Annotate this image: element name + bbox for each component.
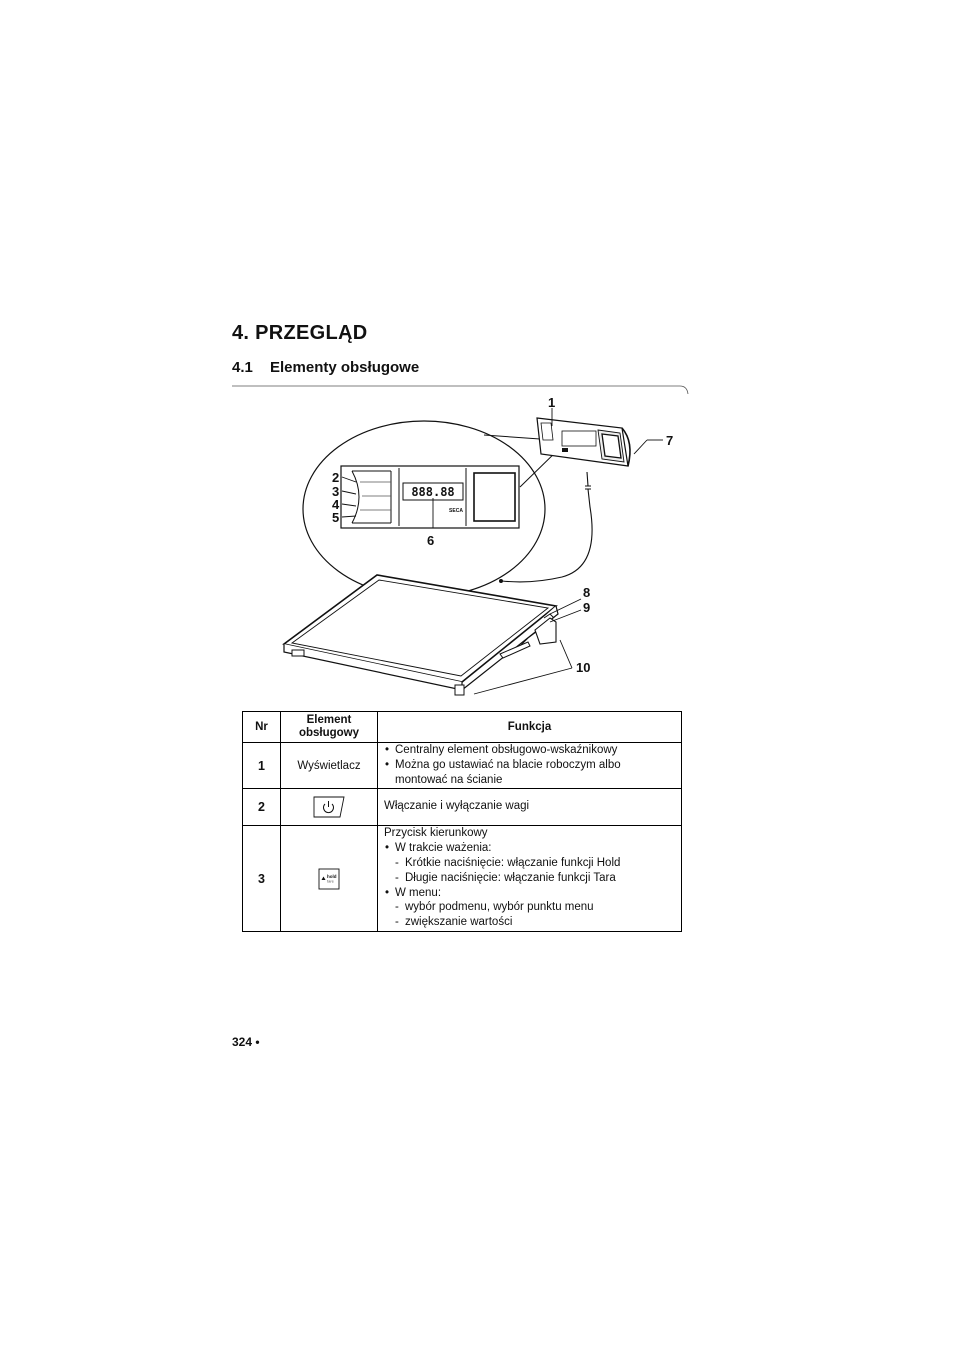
callout-4: 4	[332, 497, 340, 512]
list-item: Centralny element obsługowo-wskaźnikowy	[384, 743, 675, 758]
table-header-row: Nr Element obsługowy Funkcja	[242, 711, 682, 743]
key-label-hold: hold	[327, 874, 337, 879]
list-item: Długie naciśnięcie: włączanie funkcji Ta…	[384, 871, 675, 886]
section-rule	[232, 385, 689, 395]
section-number: 4.1	[232, 359, 253, 376]
list-item: wybór podmenu, wybór punktu menu	[384, 900, 675, 915]
row-nr: 1	[242, 741, 281, 790]
callout-5: 5	[332, 510, 339, 525]
display-unit	[536, 417, 631, 467]
row-element	[280, 788, 378, 827]
table-row: 1 Wyświetlacz Centralny element obsługow…	[242, 741, 682, 790]
list-item: Krótkie naciśnięcie: włączanie funkcji H…	[384, 856, 675, 871]
callout-10: 10	[576, 660, 590, 675]
list-item: zwiększanie wartości	[384, 915, 675, 930]
page-number: 324 •	[232, 1035, 260, 1049]
platform	[282, 574, 559, 696]
row-element: hold tare	[280, 825, 378, 932]
callout-9: 9	[583, 600, 590, 615]
callout-1: 1	[548, 395, 555, 410]
page-title: 4. PRZEGLĄD	[232, 322, 368, 344]
scale-illustration: 888.88 SECA	[232, 385, 689, 696]
cable	[501, 471, 593, 583]
list-item: W trakcie ważenia:	[384, 841, 675, 856]
row-function: Włączanie i wyłączanie wagi	[377, 788, 682, 827]
row-element: Wyświetlacz	[280, 741, 378, 790]
header-nr: Nr	[242, 711, 281, 743]
display-readout: 888.88	[411, 485, 454, 499]
list-item: Można go ustawiać na blacie roboczym alb…	[384, 758, 675, 788]
row-nr: 2	[242, 788, 281, 827]
header-function: Funkcja	[377, 711, 682, 743]
section-heading: Elementy obsługowe	[270, 359, 420, 376]
row-function: Przycisk kierunkowy W trakcie ważenia: K…	[377, 825, 682, 932]
callout-7: 7	[666, 433, 673, 448]
display-panel-zoom: 888.88 SECA	[340, 465, 520, 529]
magnifier-line	[483, 434, 541, 440]
power-key-icon	[313, 796, 345, 818]
callout-3: 3	[332, 484, 339, 499]
controls-table: Nr Element obsługowy Funkcja 1 Wyświetla…	[242, 711, 682, 932]
callout-leaders	[341, 408, 663, 695]
callout-2: 2	[332, 470, 339, 485]
table-row: 3 hold tare Przycisk kierunkowy W trakci…	[242, 825, 682, 932]
function-intro: Przycisk kierunkowy	[384, 827, 488, 840]
header-element: Element obsługowy	[280, 711, 378, 743]
brand-mark: SECA	[449, 508, 463, 514]
list-item: W menu:	[384, 886, 675, 901]
table-row: 2 Włączanie i wyłączanie wagi	[242, 788, 682, 827]
hold-tare-key-icon: hold tare	[318, 868, 340, 890]
callout-6: 6	[427, 533, 434, 548]
row-nr: 3	[242, 825, 281, 932]
row-function: Centralny element obsługowo-wskaźnikowy …	[377, 741, 682, 790]
callout-8: 8	[583, 585, 590, 600]
key-label-tare: tare	[327, 878, 335, 883]
section-title: 4.1 Elementy obsługowe	[232, 359, 419, 376]
